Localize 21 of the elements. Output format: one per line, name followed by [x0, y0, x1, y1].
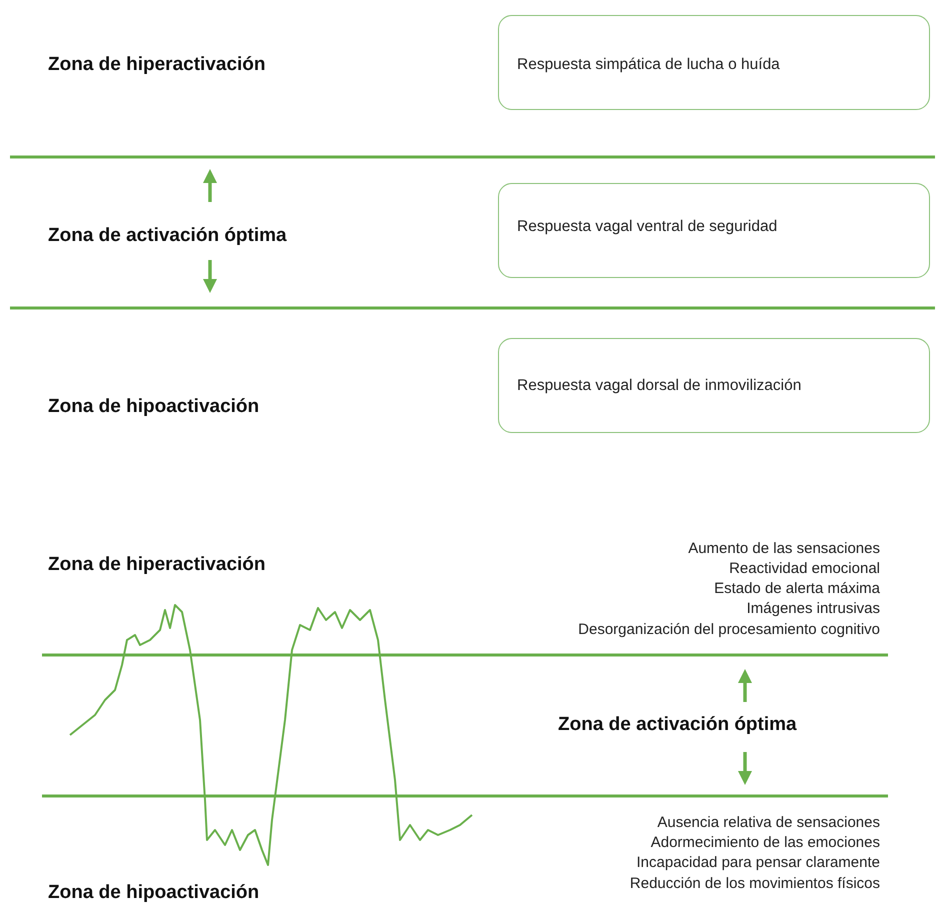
response-text: Respuesta vagal ventral de seguridad [517, 218, 778, 236]
symptom-text: Adormecimiento de las emociones [650, 834, 880, 851]
symptom-text: Desorganización del procesamiento cognitivo [578, 621, 880, 638]
zone-label: Zona de activación óptima [48, 225, 287, 247]
response-text: Respuesta vagal dorsal de inmovilización [517, 377, 802, 395]
response-text: Respuesta simpática de lucha o huída [517, 56, 780, 74]
zone-label: Zona de hiperactivación [48, 554, 266, 576]
symptom-text: Ausencia relativa de sensaciones [657, 814, 880, 831]
zone-label: Zona de activación óptima [558, 714, 797, 736]
symptom-text: Imágenes intrusivas [746, 600, 880, 617]
response-box [498, 338, 930, 433]
symptom-text: Aumento de las sensaciones [688, 540, 880, 557]
response-box [498, 15, 930, 110]
symptom-text: Reactividad emocional [729, 560, 880, 577]
zone-label: Zona de hiperactivación [48, 54, 266, 76]
zone-label: Zona de hipoactivación [48, 396, 260, 418]
symptom-text: Incapacidad para pensar claramente [636, 854, 880, 871]
symptom-text: Reducción de los movimientos físicos [630, 875, 880, 892]
symptom-text: Estado de alerta máxima [714, 580, 880, 597]
zone-label: Zona de hipoactivación [48, 882, 260, 904]
response-box [498, 183, 930, 278]
